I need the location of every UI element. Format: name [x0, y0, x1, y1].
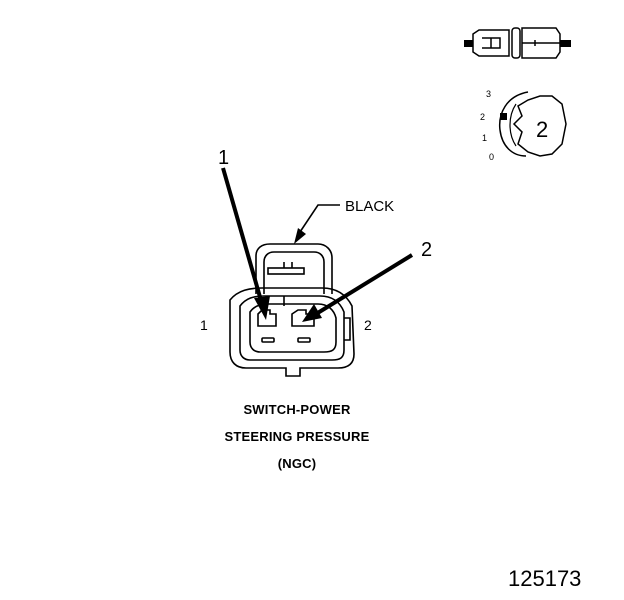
- title-line-1: SWITCH-POWER: [243, 402, 351, 417]
- callout-arrows: [221, 167, 414, 322]
- orientation-ring: [498, 91, 529, 157]
- side-view-wire-stub-left: [464, 40, 473, 47]
- orientation-scale-1: 1: [482, 133, 487, 143]
- orientation-scale-0: 0: [489, 152, 494, 162]
- cavity-number-2: 2: [364, 317, 372, 333]
- cavity-number-1: 1: [200, 317, 208, 333]
- figure-number: 125173: [508, 566, 582, 591]
- black-label-leader: [299, 204, 340, 233]
- connector-latch-inner: [263, 251, 325, 294]
- orientation-view-icon: 3 2 1 0 2: [480, 89, 567, 162]
- orientation-inner-arc: [509, 103, 517, 147]
- lower-slot-2: [297, 337, 311, 343]
- side-view-wire-stub-right: [560, 40, 571, 47]
- connector-color-label: BLACK: [345, 198, 394, 215]
- orientation-scale-3: 3: [486, 89, 491, 99]
- orientation-scale-2: 2: [480, 112, 485, 122]
- side-view-collar: [511, 27, 521, 59]
- callout-number-2: 2: [421, 239, 432, 261]
- title-line-2: STEERING PRESSURE: [224, 429, 370, 444]
- connector-latch-tab: [267, 267, 305, 275]
- callout-arrow-1-shaft: [221, 167, 264, 305]
- callout-arrow-1-head: [254, 296, 270, 320]
- callout-arrow-2-shaft: [314, 253, 414, 316]
- side-view-socket-body: [521, 27, 561, 59]
- callout-number-1: 1: [218, 147, 229, 169]
- orientation-view-number: 2: [536, 117, 548, 142]
- lower-slot-1: [261, 337, 275, 343]
- black-label-arrowhead: [294, 228, 306, 244]
- title-line-3: (NGC): [277, 456, 317, 471]
- callout-arrow-2-head: [302, 304, 322, 322]
- side-view-connector-icon: [464, 27, 571, 59]
- orientation-marker: [500, 113, 507, 120]
- side-view-plug-body: [472, 29, 510, 57]
- orientation-key-shape: [512, 95, 567, 157]
